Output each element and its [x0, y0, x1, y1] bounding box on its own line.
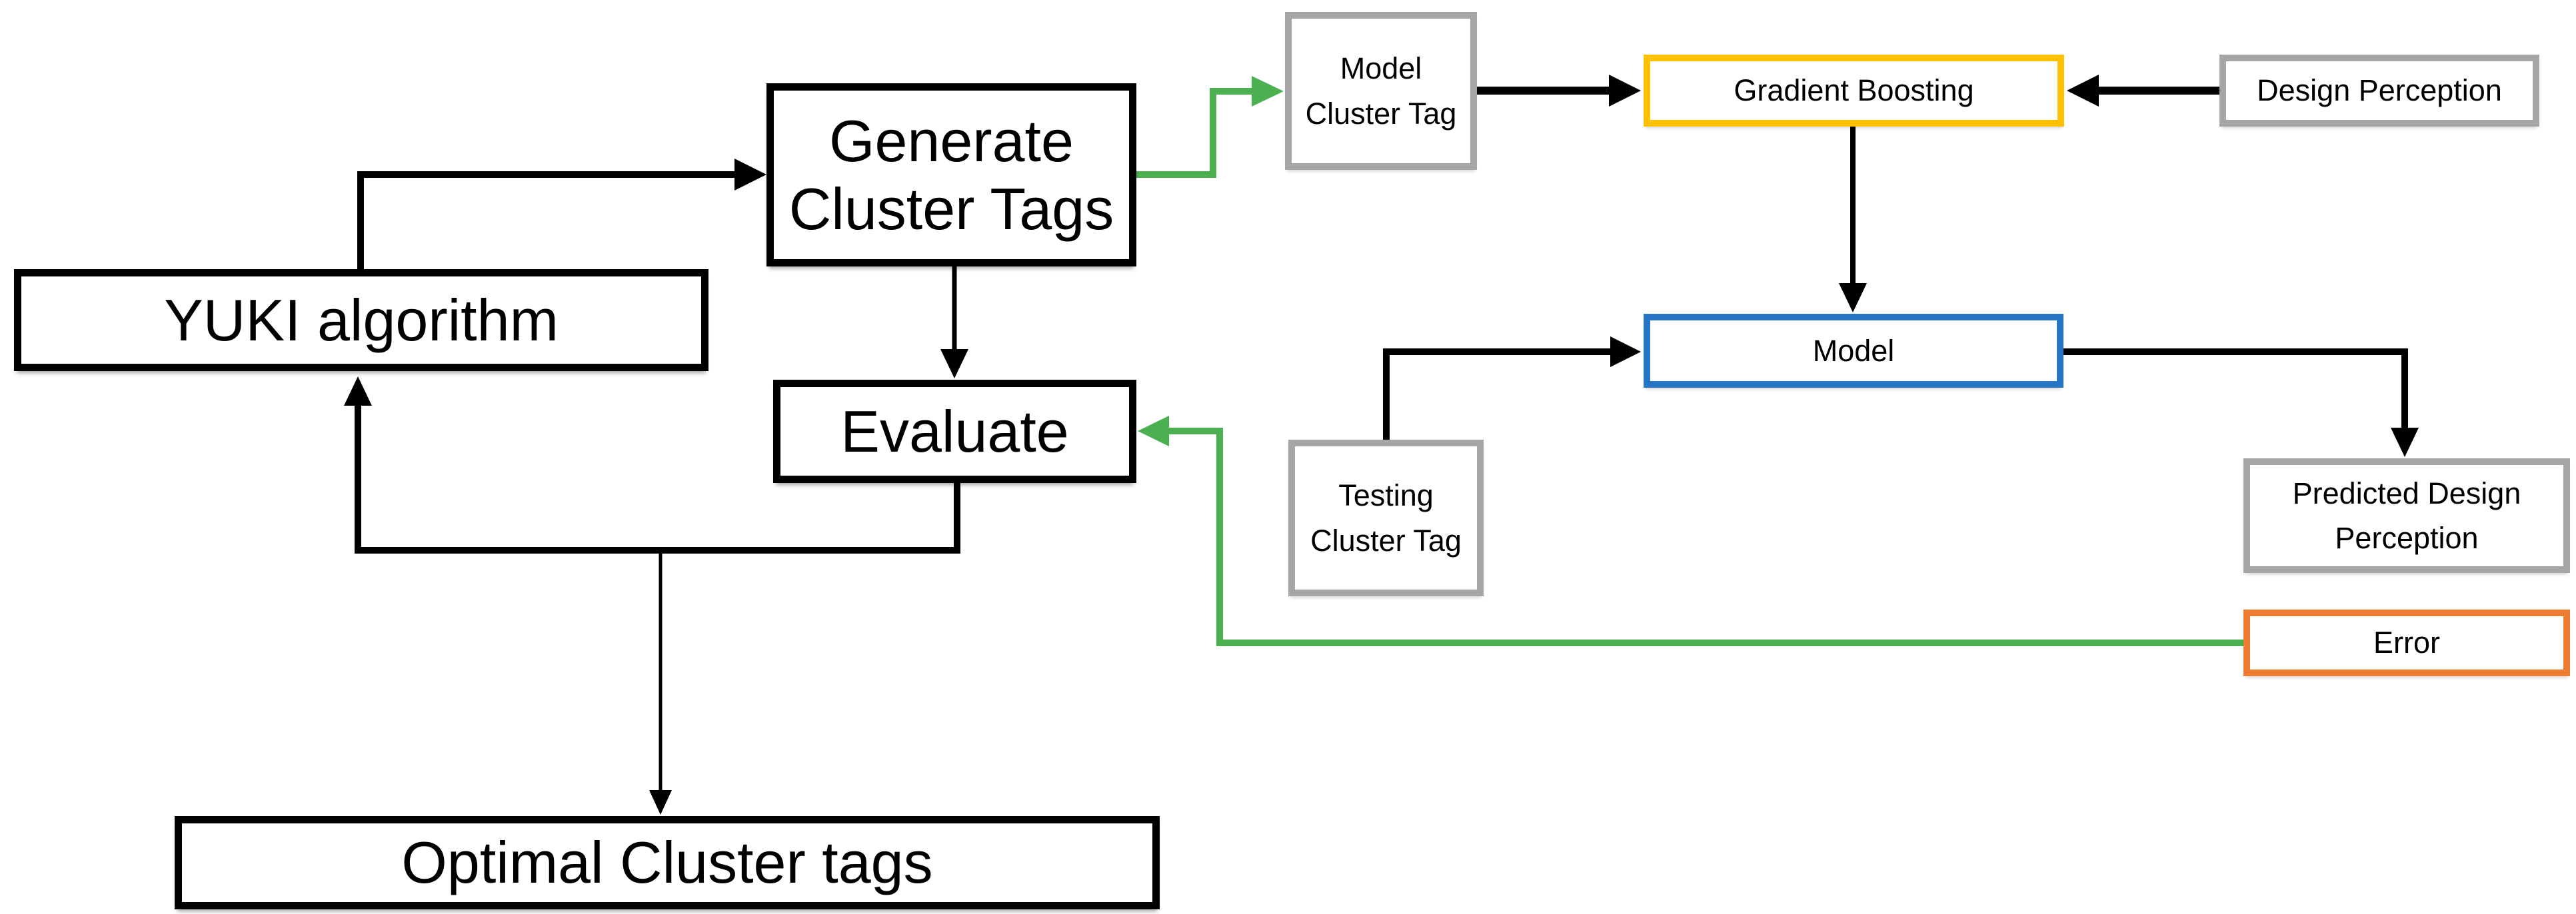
node-gradient-boosting: Gradient Boosting [1644, 55, 2064, 127]
node-optimal-cluster-tags-label: Optimal Cluster tags [401, 829, 933, 896]
node-error-label: Error [2373, 626, 2440, 660]
arrow-evaluate-to-yuki [344, 376, 960, 554]
node-evaluate-label: Evaluate [840, 398, 1069, 464]
node-optimal-cluster-tags: Optimal Cluster tags [175, 816, 1160, 909]
arrow-model-to-predicted-design-perception [2063, 348, 2419, 457]
node-generate-cluster-tags-label: Generate Cluster Tags [788, 108, 1114, 242]
node-generate-cluster-tags: Generate Cluster Tags [766, 83, 1136, 266]
arrow-generate-to-evaluate [940, 266, 968, 378]
arrow-generate-to-model-cluster-tag [1136, 76, 1284, 178]
node-evaluate: Evaluate [773, 380, 1136, 483]
node-yuki-algorithm-label: YUKI algorithm [164, 286, 559, 353]
node-testing-cluster-tag: Testing Cluster Tag [1288, 440, 1484, 596]
node-design-perception: Design Perception [2219, 55, 2539, 127]
node-predicted-design-perception-label: Predicted Design Perception [2292, 476, 2521, 556]
node-error: Error [2243, 610, 2570, 676]
node-model: Model [1644, 314, 2063, 388]
arrow-gradient-boosting-to-model [1839, 127, 1867, 312]
node-predicted-design-perception: Predicted Design Perception [2243, 458, 2570, 573]
arrow-design-perception-to-gradient-boosting [2067, 75, 2219, 107]
arrow-testing-cluster-tag-to-model [1383, 336, 1641, 440]
arrow-error-to-evaluate [1138, 416, 2243, 646]
node-model-cluster-tag-label: Model Cluster Tag [1305, 51, 1457, 131]
node-yuki-algorithm: YUKI algorithm [14, 269, 708, 371]
node-design-perception-label: Design Perception [2257, 73, 2502, 108]
node-model-cluster-tag: Model Cluster Tag [1285, 12, 1477, 170]
arrow-evaluate-to-optimal [649, 550, 672, 815]
node-gradient-boosting-label: Gradient Boosting [1734, 73, 1974, 108]
arrow-yuki-to-generate [357, 159, 766, 269]
node-model-label: Model [1812, 333, 1895, 368]
arrow-model-cluster-tag-to-gradient-boosting [1477, 75, 1641, 107]
node-testing-cluster-tag-label: Testing Cluster Tag [1310, 478, 1462, 558]
